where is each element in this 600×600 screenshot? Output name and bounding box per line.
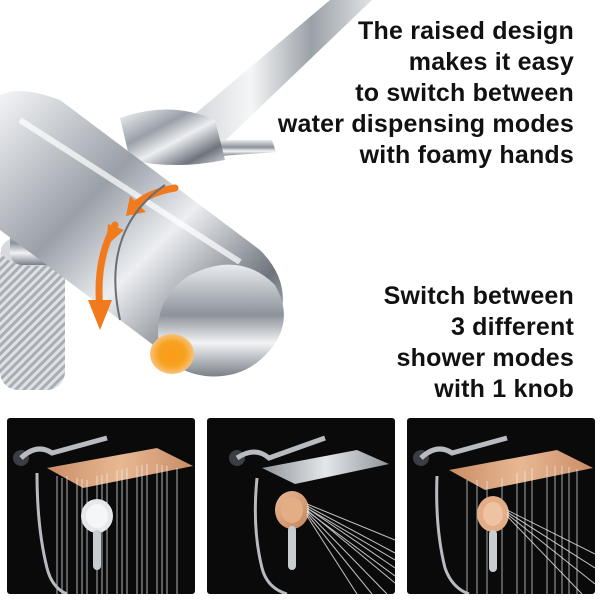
mode-panel-both (407, 418, 595, 594)
mode-panel-handheld (207, 418, 395, 594)
dual-spray-icon (413, 435, 595, 594)
caption-switch-modes: Switch between 3 different shower modes … (334, 281, 574, 405)
caption-line: water dispensing modes (277, 110, 574, 138)
caption-line: The raised design (358, 17, 574, 45)
shower-mode-panels (7, 418, 595, 594)
caption-raised-design: The raised design makes it easy to switc… (254, 16, 574, 171)
caption-line: 3 different (450, 313, 574, 341)
knob-highlight-icon (150, 334, 194, 374)
caption-line: Switch between (383, 282, 574, 310)
caption-line: makes it easy (408, 48, 574, 76)
diverter-knob-illustration (0, 0, 372, 390)
rain-shower-head-icon (13, 435, 193, 594)
caption-line: shower modes (396, 344, 574, 372)
handheld-spray-icon (229, 435, 395, 594)
diverter-closeup (0, 0, 372, 390)
mode-panel-rainfall (7, 418, 195, 594)
caption-line: with foamy hands (359, 141, 574, 169)
caption-line: to switch between (355, 79, 574, 107)
caption-line: with 1 knob (434, 375, 574, 403)
